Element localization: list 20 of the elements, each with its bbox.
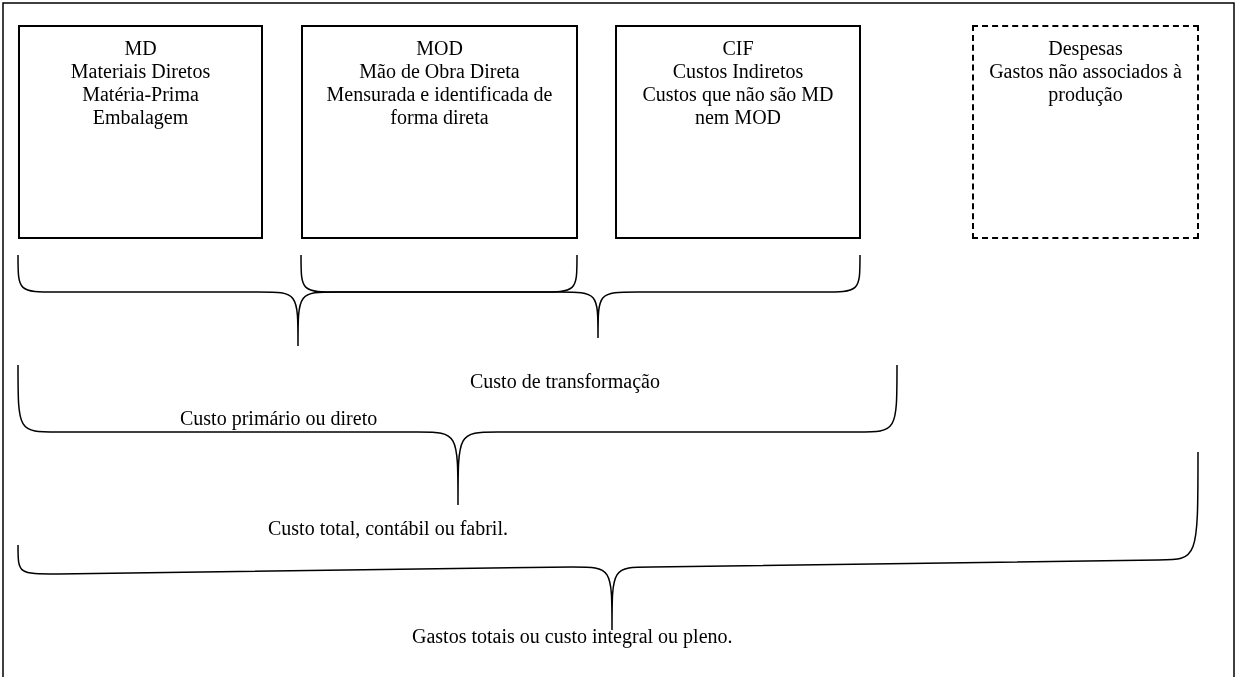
brace-label: Custo primário ou direto bbox=[180, 407, 378, 430]
box-text: Materiais Diretos bbox=[69, 60, 212, 83]
box-text: Custos Indiretos bbox=[671, 60, 805, 83]
dashed-box bbox=[972, 25, 1199, 239]
box-text: Matéria-Prima bbox=[81, 83, 200, 106]
brace-label: Gastos totais ou custo integral ou pleno. bbox=[412, 625, 733, 648]
brace-label: Custo total, contábil ou fabril. bbox=[268, 517, 508, 540]
box-heading: MOD bbox=[415, 37, 464, 60]
cost-box bbox=[301, 25, 578, 239]
box-text: Gastos não associados à produção bbox=[988, 60, 1183, 106]
box-heading: Despesas bbox=[1047, 37, 1124, 60]
box-text: Custos que não são MD nem MOD bbox=[641, 83, 835, 129]
box-heading: MD bbox=[123, 37, 158, 60]
box-text: Mão de Obra Direta bbox=[358, 60, 521, 83]
box-text: Embalagem bbox=[91, 106, 190, 129]
box-heading: CIF bbox=[721, 37, 755, 60]
cost-box bbox=[615, 25, 861, 239]
cost-box bbox=[18, 25, 263, 239]
brace-label: Custo de transformação bbox=[470, 370, 660, 393]
box-text: Mensurada e identificada de forma direta bbox=[325, 83, 554, 129]
